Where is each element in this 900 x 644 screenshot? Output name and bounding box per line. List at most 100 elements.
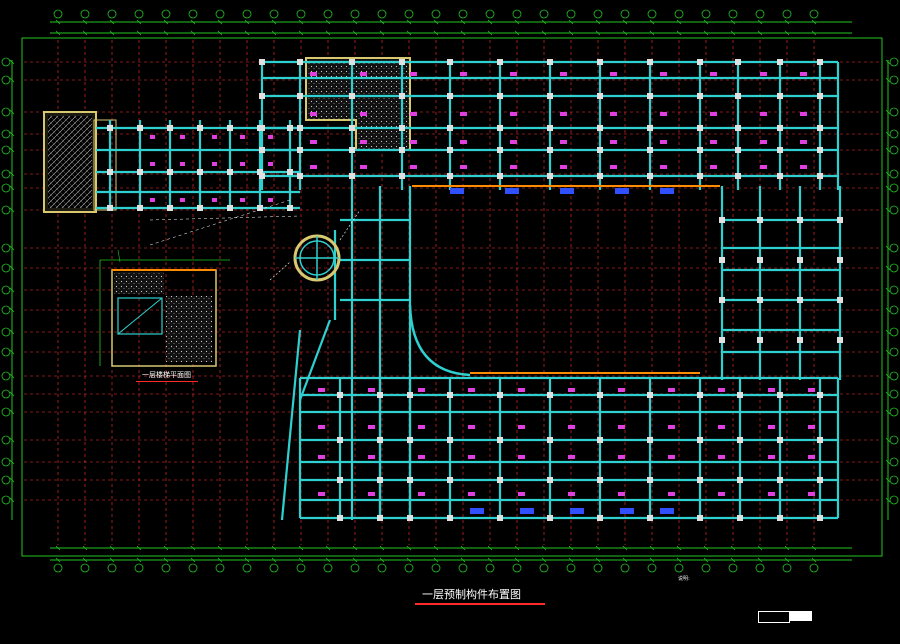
- dim-tick: [433, 545, 439, 551]
- column: [407, 515, 413, 521]
- dim-tick: [9, 77, 15, 83]
- column: [647, 437, 653, 443]
- axis-bubble: [296, 9, 306, 19]
- column: [497, 147, 503, 153]
- dim-tick: [217, 30, 223, 36]
- dim-tick: [568, 557, 574, 563]
- drawing-notes: 说明:: [678, 575, 818, 583]
- dim-tick: [9, 185, 15, 191]
- column: [647, 147, 653, 153]
- axis-bubble: [404, 563, 414, 573]
- component-tag: [368, 492, 375, 496]
- column: [399, 147, 405, 153]
- dim-tick: [298, 557, 304, 563]
- component-tag: [718, 455, 725, 459]
- component-tag: [610, 165, 617, 169]
- axis-bubble: [809, 9, 819, 19]
- dim-tick: [433, 557, 439, 563]
- dim-tick: [217, 19, 223, 25]
- dim-tick: [55, 19, 61, 25]
- column: [757, 297, 763, 303]
- component-tag: [310, 72, 317, 76]
- column-layout: [107, 59, 843, 521]
- axis-bubble: [1, 475, 11, 485]
- component-tag: [660, 140, 667, 144]
- dim-tick: [352, 557, 358, 563]
- column: [797, 337, 803, 343]
- column: [259, 59, 265, 65]
- column: [547, 59, 553, 65]
- axis-bubble: [593, 563, 603, 573]
- dim-tick: [784, 19, 790, 25]
- axis-bubble: [485, 9, 495, 19]
- axis-bubble: [889, 243, 899, 253]
- axis-bubble: [889, 371, 899, 381]
- axis-bubble: [1, 75, 11, 85]
- dim-tick: [379, 19, 385, 25]
- component-tag: [568, 455, 575, 459]
- component-tag: [660, 112, 667, 116]
- column: [399, 93, 405, 99]
- component-tag: [150, 162, 155, 166]
- dim-tick: [595, 30, 601, 36]
- dim-tick: [9, 329, 15, 335]
- dim-tick: [271, 545, 277, 551]
- column: [447, 125, 453, 131]
- axis-bubble: [161, 9, 171, 19]
- axis-bubble: [620, 563, 630, 573]
- dim-tick: [325, 19, 331, 25]
- axis-bubble: [296, 563, 306, 573]
- column: [737, 477, 743, 483]
- dim-tick: [885, 391, 891, 397]
- dim-tick: [109, 557, 115, 563]
- column: [447, 93, 453, 99]
- column: [399, 173, 405, 179]
- column: [797, 257, 803, 263]
- column: [497, 437, 503, 443]
- dim-tick: [885, 349, 891, 355]
- axis-bubble: [889, 389, 899, 399]
- component-tag: [360, 72, 367, 76]
- component-tag: [468, 492, 475, 496]
- dim-tick: [163, 19, 169, 25]
- dim-tick: [514, 19, 520, 25]
- dim-tick: [460, 19, 466, 25]
- axis-bubble: [782, 9, 792, 19]
- axis-bubble: [188, 563, 198, 573]
- dim-tick: [271, 557, 277, 563]
- component-tag: [468, 388, 475, 392]
- column: [697, 93, 703, 99]
- column: [777, 173, 783, 179]
- dim-tick: [885, 171, 891, 177]
- dim-tick: [379, 545, 385, 551]
- column: [337, 392, 343, 398]
- stair-detail-inset: [99, 199, 301, 367]
- axis-bubble: [350, 563, 360, 573]
- axis-bubble: [1, 457, 11, 467]
- column: [735, 93, 741, 99]
- axis-bubble: [458, 563, 468, 573]
- blue-tag: [620, 508, 634, 514]
- component-tag: [310, 112, 317, 116]
- column: [377, 515, 383, 521]
- column: [777, 125, 783, 131]
- dim-tick: [379, 30, 385, 36]
- dim-tick: [885, 459, 891, 465]
- beam-layout: [96, 60, 842, 521]
- dim-tick: [9, 477, 15, 483]
- dim-tick: [190, 557, 196, 563]
- dim-tick: [460, 30, 466, 36]
- component-tag: [318, 388, 325, 392]
- component-tag: [460, 140, 467, 144]
- blue-tag: [520, 508, 534, 514]
- component-tag: [518, 492, 525, 496]
- component-tag: [668, 455, 675, 459]
- dim-tick: [325, 545, 331, 551]
- dim-tick: [460, 545, 466, 551]
- column: [597, 147, 603, 153]
- axis-bubble: [107, 563, 117, 573]
- axis-bubble: [889, 327, 899, 337]
- column: [757, 337, 763, 343]
- detail-title: 一层楼梯平面图: [142, 371, 191, 379]
- dim-tick: [9, 459, 15, 465]
